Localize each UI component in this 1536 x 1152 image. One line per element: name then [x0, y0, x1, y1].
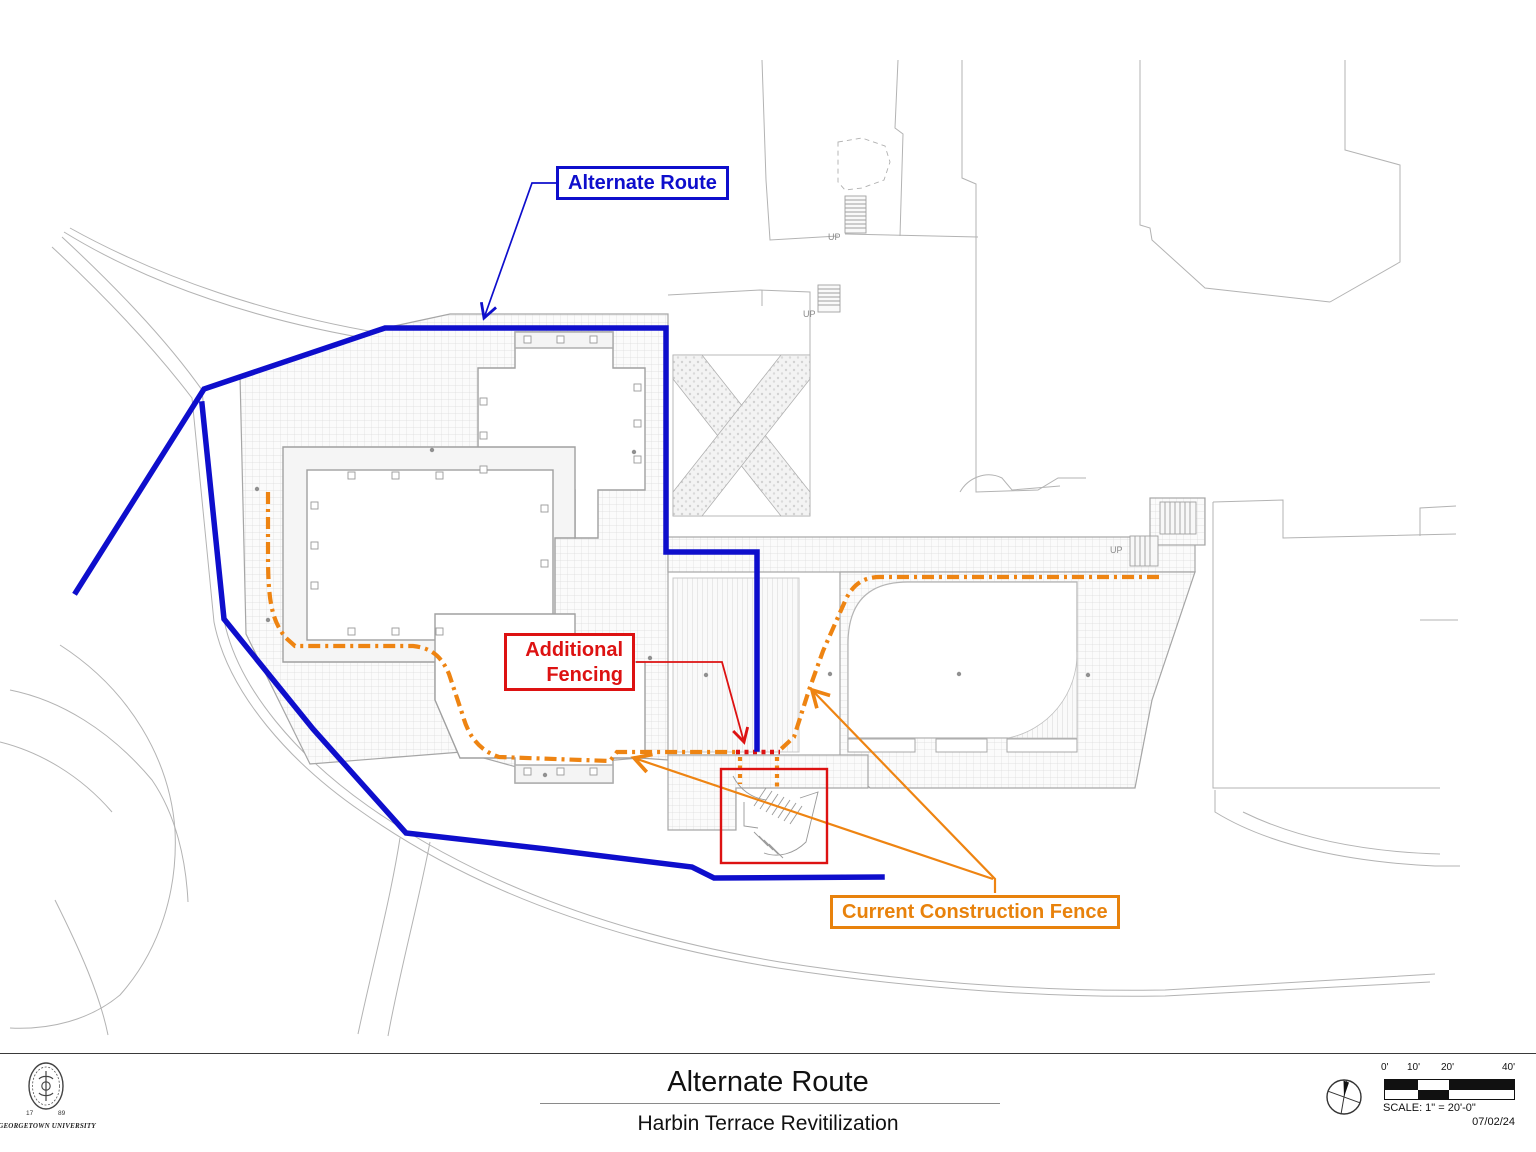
sheet-subtitle: Harbin Terrace Revitilization: [637, 1112, 899, 1135]
scale-caption: SCALE: 1" = 20'-0": [1383, 1102, 1476, 1114]
scale-bar-graphic: [1384, 1079, 1515, 1100]
site-markers: [254, 447, 1091, 778]
scale-tick-20: 20': [1441, 1062, 1455, 1073]
sheet-title: Alternate Route: [667, 1066, 869, 1098]
stone-plaza: [672, 354, 811, 517]
alternate-route-label: Alternate Route: [556, 166, 729, 200]
scale-tick-0: 0': [1381, 1062, 1389, 1073]
building-footprints: [282, 331, 646, 784]
sheet-date: 07/02/24: [1472, 1116, 1515, 1128]
georgetown-seal: 17 89: [26, 1062, 66, 1117]
additional-fencing-label: Additional Fencing: [504, 633, 635, 691]
titleblock-separator: [0, 1053, 1536, 1054]
title-underline: [540, 1103, 1000, 1104]
scale-tick-10: 10': [1407, 1062, 1421, 1073]
up-label-2: UP: [803, 309, 816, 319]
additional-fencing-extent-box: [719, 767, 829, 865]
alternate-route-leader: [479, 182, 556, 321]
scale-tick-40: 40': [1502, 1062, 1516, 1073]
up-label-1: UP: [828, 232, 841, 242]
building-outlines: [667, 59, 1460, 867]
logo-caption: GEORGETOWN UNIVERSITY: [0, 1122, 96, 1130]
stairs-top: [817, 137, 891, 313]
additional-fencing-label-line2: Fencing: [546, 664, 623, 686]
road-linework: [0, 227, 1436, 1037]
stairs-right: [1129, 501, 1197, 567]
up-label-3: UP: [1110, 545, 1123, 555]
paving-panel: [672, 577, 800, 753]
seal-year-right: 89: [58, 1110, 66, 1117]
construction-fence-leaders: [634, 690, 997, 893]
lawn-terrace: [847, 581, 1078, 753]
additional-fencing-label-line1: Additional: [525, 639, 623, 661]
current-construction-fence-label: Current Construction Fence: [830, 895, 1120, 929]
current-construction-fence-line: [265, 492, 1159, 791]
additional-fencing-leader: [636, 661, 750, 745]
north-arrow-compass: [1326, 1079, 1362, 1115]
alternate-route-line: [72, 325, 885, 881]
column-marks: [310, 335, 642, 776]
seal-year-left: 17: [26, 1110, 34, 1117]
